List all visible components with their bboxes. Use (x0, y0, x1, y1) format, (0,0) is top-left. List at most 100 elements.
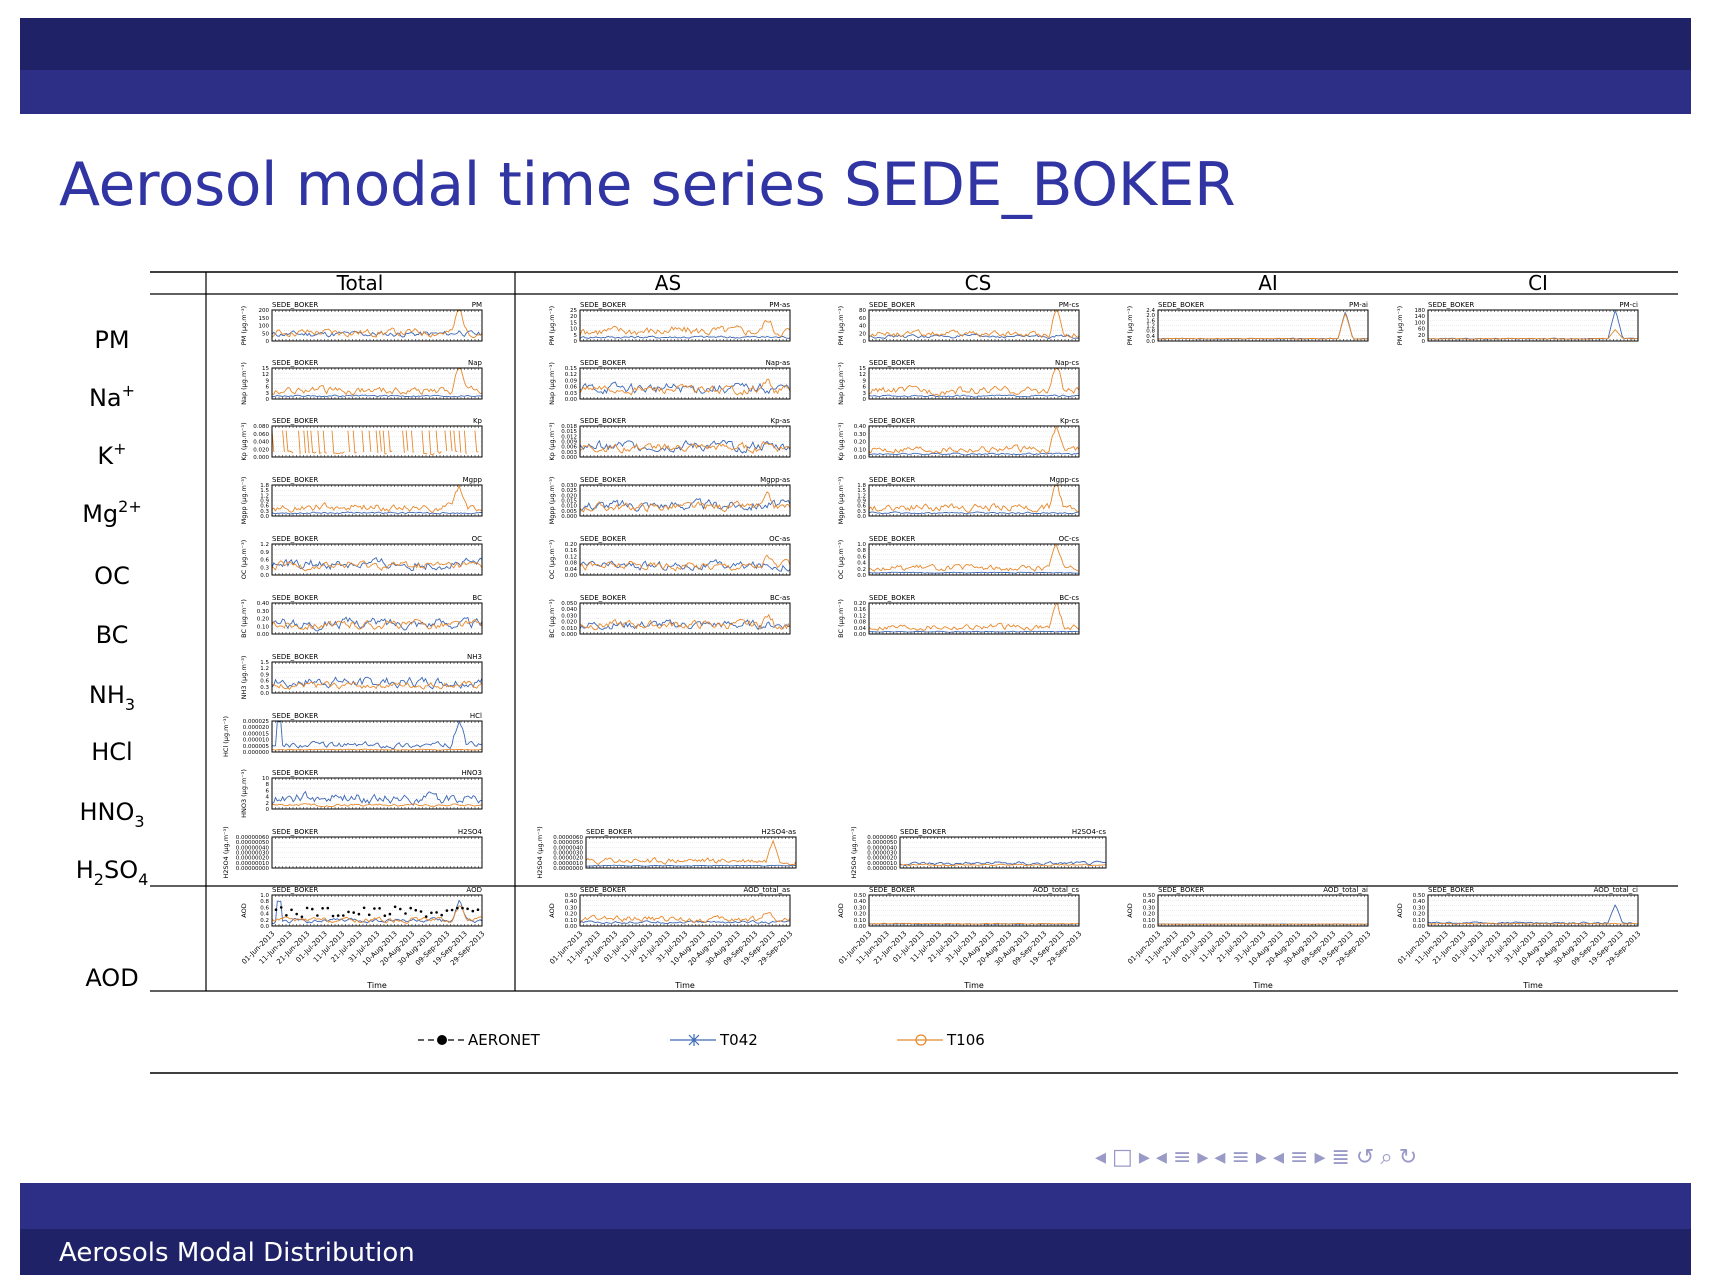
nh3-total-y-tick-label: 0.9 (260, 672, 269, 678)
pm-ci-y-tick-label: 0 (1422, 339, 1426, 345)
nap-total-y-tick-label: 12 (262, 372, 269, 378)
frame-icon[interactable]: □ (1112, 1145, 1133, 1170)
mgpp-total-station-label: SEDE_BOKER (272, 476, 318, 484)
legend-marker-aeronet (437, 1035, 447, 1045)
pm-cs-series-t106 (868, 309, 1080, 339)
aod-total-aeronet-point (466, 907, 469, 911)
h2so4-cs-series-t106 (899, 863, 1107, 867)
aod-total-y-tick-label: 0.8 (260, 899, 269, 905)
kp-cs-y-axis-label: Kp (µg.m⁻³) (837, 422, 845, 460)
hno3-total-y-tick-label: 2 (266, 801, 270, 807)
pm-ai-series-t042 (1157, 311, 1369, 340)
hno3-total-series-t106 (271, 803, 483, 808)
oc-as-series-t042 (579, 558, 791, 572)
kp-as-series-t106 (579, 440, 791, 454)
kp-cs-y-tick-label: 0.40 (854, 424, 867, 430)
bc-as-y-tick-label: 0.010 (561, 626, 577, 632)
pm-total-y-tick-label: 50 (262, 331, 269, 337)
nap-as-series-t106 (579, 378, 791, 396)
bc-total-series-t042 (271, 616, 483, 632)
aod-total-aeronet-point (388, 912, 392, 916)
row-label-nh: NH3 (89, 681, 135, 714)
arrow-left-icon[interactable]: ◂ (1095, 1145, 1107, 1170)
pm-ci-y-tick-label: 60 (1418, 327, 1425, 333)
oc-total-y-tick-label: 1.2 (260, 542, 269, 548)
nap-total-y-tick-label: 3 (266, 391, 270, 397)
bc-cs-y-tick-label: 0.16 (854, 607, 867, 613)
pm-ai-y-tick-label: 1.6 (1146, 318, 1155, 324)
kp-as-y-tick-label: 0.006 (561, 445, 577, 451)
bc-as-y-tick-label: 0.040 (561, 607, 577, 613)
nap-cs-y-tick-label: 3 (863, 391, 867, 397)
nap-as-y-tick-label: 0.15 (565, 366, 578, 372)
row-label-oc: OC (94, 562, 130, 590)
pm-cs-y-tick-label: 40 (859, 324, 866, 330)
search-icon[interactable]: ⌕ (1380, 1145, 1393, 1170)
oc-as-y-tick-label: 0.20 (565, 542, 578, 548)
pm-cs-panel-label: PM-cs (1059, 301, 1080, 309)
arrow-right-icon[interactable]: ▸ (1197, 1145, 1209, 1170)
h2so4-cs-y-tick-label: 0.0000000 (867, 866, 897, 872)
bc-cs-y-axis-label: BC (µg.m⁻³) (837, 599, 845, 638)
bc-total-y-axis-label: BC (µg.m⁻³) (240, 599, 248, 638)
kp-as-station-label: SEDE_BOKER (580, 417, 626, 425)
align-icon[interactable]: ≣ (1331, 1145, 1350, 1170)
aod-cs-y-tick-label: 0.20 (854, 912, 867, 918)
section-icon[interactable]: ≡ (1231, 1145, 1250, 1170)
aod-total-aeronet-point (445, 909, 449, 912)
h2so4-cs-y-tick-label: 0.0000010 (867, 861, 897, 867)
aod-total-aeronet-point (476, 908, 480, 911)
bc-total-panel-label: BC (472, 594, 482, 602)
pm-ci-panel-label: PM-ci (1619, 301, 1638, 309)
pm-as-y-tick-label: 5 (574, 333, 578, 339)
legend-marker-t042 (688, 1034, 700, 1046)
aod-ci-panel-label: AOD_total_ci (1594, 886, 1638, 894)
kp-total-y-tick-label: 0.040 (253, 440, 269, 446)
pm-ci-y-tick-label: 180 (1415, 308, 1426, 314)
pm-cs-station-label: SEDE_BOKER (869, 301, 915, 309)
pm-as-y-tick-label: 0 (574, 339, 578, 345)
pm-total-y-tick-label: 200 (259, 308, 270, 314)
arrow-left-icon[interactable]: ◂ (1214, 1145, 1226, 1170)
oc-total-y-tick-label: 0.6 (260, 558, 269, 564)
redo-icon[interactable]: ↻ (1398, 1145, 1418, 1170)
hno3-total-y-tick-label: 10 (262, 776, 269, 782)
arrow-left-icon[interactable]: ◂ (1155, 1145, 1167, 1170)
pm-ci-y-tick-label: 100 (1415, 320, 1426, 326)
mgpp-cs-y-tick-label: 1.8 (857, 483, 866, 489)
oc-total-y-tick-label: 0.9 (260, 550, 269, 556)
hcl-total-series-t042 (271, 720, 483, 750)
aod-cs-x-axis-label: Time (963, 981, 984, 990)
nap-total-y-tick-label: 6 (266, 385, 270, 391)
oc-cs-y-tick-label: 0.0 (857, 573, 866, 579)
kp-as-y-tick-label: 0.003 (561, 450, 577, 456)
aod-total-aeronet-point (456, 906, 459, 910)
aod-total-aeronet-point (352, 911, 356, 914)
toc-icon[interactable]: ≡ (1290, 1145, 1309, 1170)
oc-cs-y-tick-label: 0.4 (857, 561, 866, 567)
aod-total-aeronet-point (409, 906, 413, 910)
aod-total-aeronet-point (357, 912, 361, 916)
row-label-k: K+ (97, 439, 126, 470)
oc-total-station-label: SEDE_BOKER (272, 535, 318, 543)
nap-cs-series-t106 (868, 368, 1080, 397)
hno3-total-y-tick-label: 4 (266, 795, 270, 801)
aod-cs-y-tick-label: 0.50 (854, 893, 867, 899)
arrow-right-icon[interactable]: ▸ (1255, 1145, 1267, 1170)
aod-as-y-tick-label: 0.10 (565, 918, 578, 924)
arrow-right-icon[interactable]: ▸ (1138, 1145, 1150, 1170)
nh3-total-series-t106 (271, 680, 483, 690)
subsection-icon[interactable]: ≡ (1172, 1145, 1192, 1170)
arrow-right-icon[interactable]: ▸ (1314, 1145, 1326, 1170)
nap-cs-y-tick-label: 12 (859, 372, 866, 378)
aod-total-x-axis-label: Time (366, 981, 387, 990)
kp-as-y-tick-label: 0.015 (561, 429, 577, 435)
aod-total-y-tick-label: 1.0 (260, 893, 269, 899)
undo-icon[interactable]: ↺ (1355, 1145, 1375, 1170)
kp-total-panel-label: Kp (473, 417, 483, 425)
arrow-left-icon[interactable]: ◂ (1272, 1145, 1284, 1170)
hno3-total-series-t042 (271, 790, 483, 806)
mgpp-total-series-t106 (271, 484, 483, 514)
h2so4-total-y-tick-label: 0.00000020 (236, 856, 270, 862)
beamer-navigation[interactable]: ◂□▸◂≡▸◂≡▸◂≡▸≣↺⌕↻ (1095, 1145, 1423, 1173)
